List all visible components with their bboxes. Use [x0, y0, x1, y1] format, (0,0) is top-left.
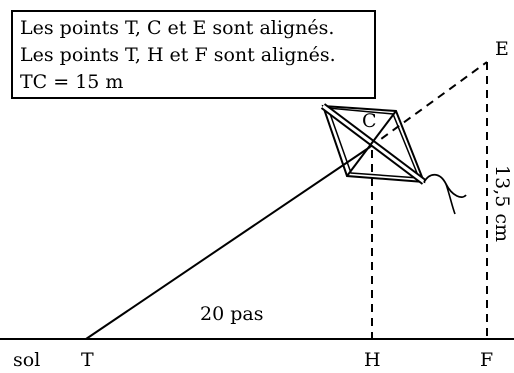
info-line-1: Les points T, C et E sont alignés.	[20, 17, 334, 39]
label-H: H	[364, 349, 381, 371]
label-distance-TH: 20 pas	[200, 303, 263, 325]
info-line-2: Les points T, H et F sont alignés.	[20, 44, 336, 66]
label-sol: sol	[13, 349, 40, 371]
label-T: T	[81, 349, 94, 371]
kite-tail-end	[445, 183, 456, 215]
label-E: E	[495, 38, 509, 60]
info-line-3: TC = 15 m	[20, 71, 123, 93]
dashed-CE	[369, 61, 488, 148]
label-F: F	[480, 349, 493, 371]
label-height-EF: 13,5 cm	[491, 165, 513, 242]
kite-spar-fill	[322, 104, 425, 184]
kite-tail	[423, 173, 467, 198]
kite	[320, 103, 467, 215]
kite-cross-spar	[346, 110, 397, 177]
string-TC	[85, 146, 371, 340]
info-box-frame	[11, 10, 376, 99]
label-C: C	[362, 110, 377, 132]
